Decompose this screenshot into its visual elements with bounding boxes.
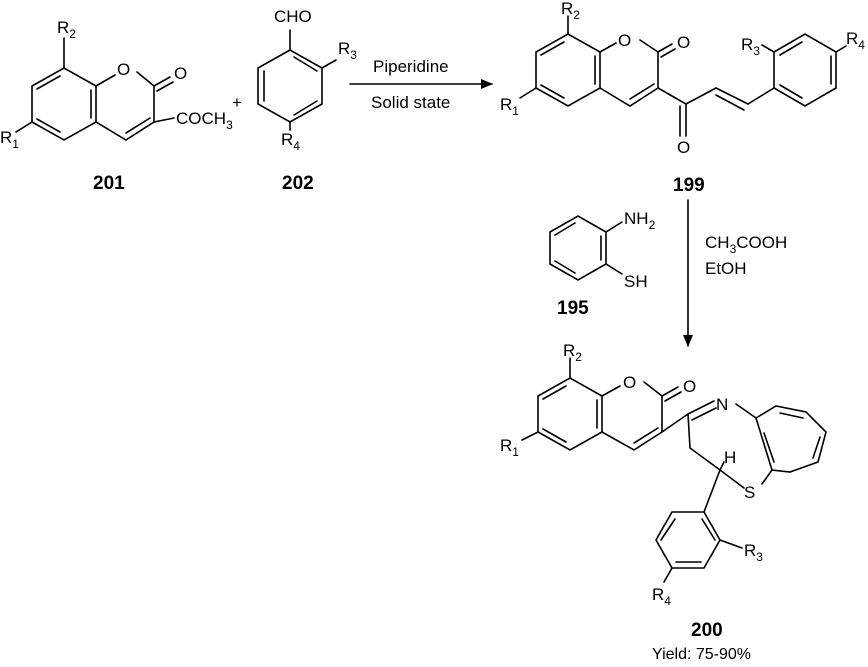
methine-hydrogen-label: H xyxy=(724,448,736,467)
azepine-nitrogen-label: N xyxy=(716,395,728,414)
ring-oxygen-label: O xyxy=(117,60,130,79)
carbonyl-oxygen-label: O xyxy=(683,377,696,396)
r3-label: R3 xyxy=(741,35,760,58)
aldehyde-label: CHO xyxy=(274,7,312,26)
compound-195-label: 195 xyxy=(557,298,589,319)
r3-label: R3 xyxy=(744,541,763,564)
r4-label: R4 xyxy=(652,585,671,608)
ring-oxygen-label: O xyxy=(618,31,631,50)
r1-label: R1 xyxy=(500,95,519,118)
compound-195-structure: NH2 SH 195 xyxy=(549,209,656,319)
thiazepine-sulfur-label: S xyxy=(744,483,755,502)
r3-label: R3 xyxy=(338,39,357,62)
condition-ethanol: EtOH xyxy=(705,259,747,278)
yield-label: Yield: 75-90% xyxy=(652,646,751,663)
condition-solid-state: Solid state xyxy=(371,93,450,112)
condition-piperidine: Piperidine xyxy=(373,57,449,76)
ring-oxygen-label: O xyxy=(623,373,636,392)
amino-label: NH2 xyxy=(624,209,656,232)
r2-label: R2 xyxy=(563,341,582,364)
r4-label: R4 xyxy=(281,130,300,153)
reaction-arrow-step1: Piperidine Solid state xyxy=(349,57,493,112)
compound-201-structure: O O R2 R1 COCH3 201 xyxy=(0,18,233,194)
carbonyl-oxygen-label: O xyxy=(677,33,690,52)
plus-sign: + xyxy=(232,93,242,112)
carbonyl-oxygen-label: O xyxy=(174,64,187,83)
compound-199-structure: O O O R2 R1 R3 R4 199 xyxy=(500,0,865,196)
compound-202-label: 202 xyxy=(282,173,314,194)
compound-200-label: 200 xyxy=(691,620,723,641)
compound-201-label: 201 xyxy=(93,173,125,194)
acetyl-label: COCH3 xyxy=(176,109,233,132)
compound-199-label: 199 xyxy=(673,175,705,196)
r1-label: R1 xyxy=(500,436,519,459)
ketone-oxygen-label: O xyxy=(677,138,690,157)
condition-acetic-acid: CH3COOH xyxy=(705,233,787,256)
compound-200-structure: N S H O O R2 R1 R3 R4 200 Yield: 75-90% xyxy=(500,341,827,663)
reaction-arrow-step2: CH3COOH EtOH xyxy=(683,199,787,347)
thiol-label: SH xyxy=(624,272,648,291)
r2-label: R2 xyxy=(561,0,580,22)
compound-202-structure: CHO R3 R4 202 xyxy=(257,7,357,194)
r4-label: R4 xyxy=(846,29,865,52)
r1-label: R1 xyxy=(0,128,19,151)
r2-label: R2 xyxy=(57,18,76,41)
